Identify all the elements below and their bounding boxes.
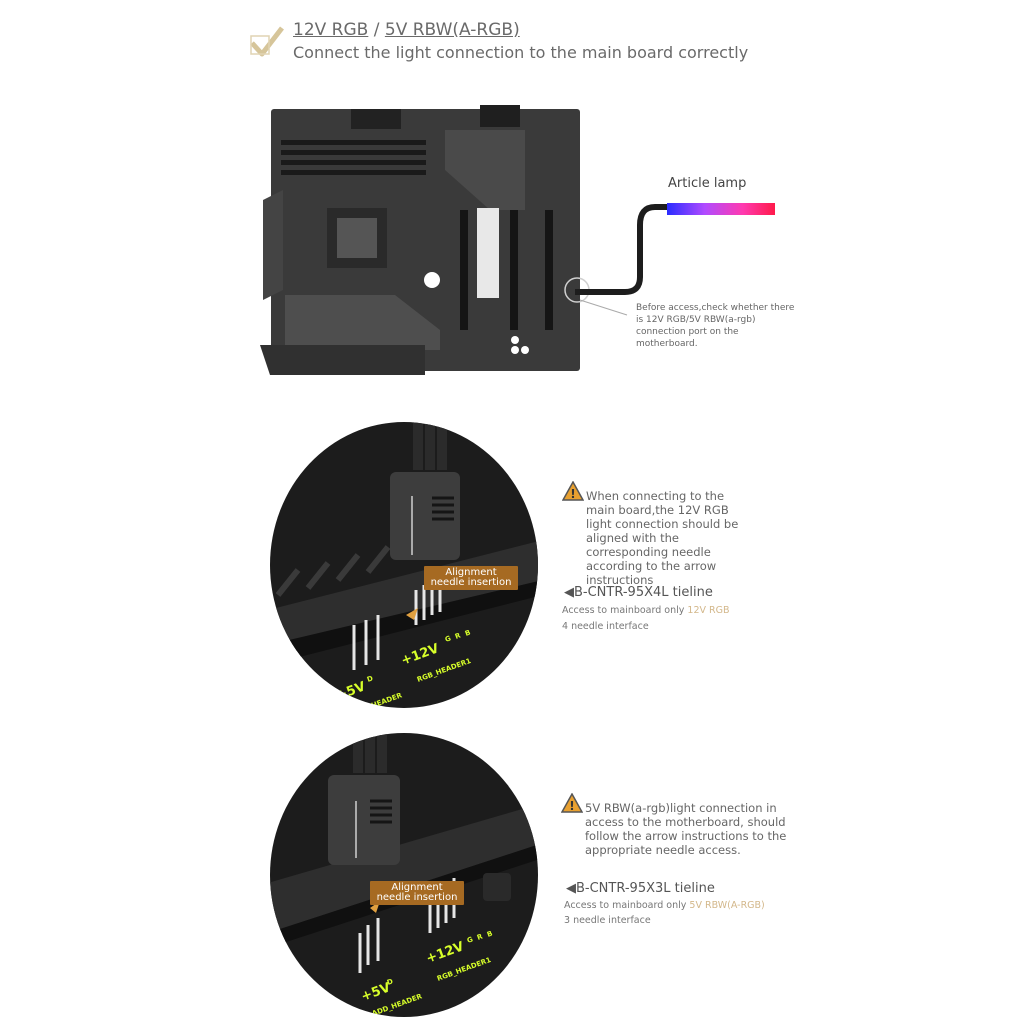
warning-icon: ! <box>561 480 585 505</box>
alignment-callout: Alignment needle insertion <box>370 881 464 905</box>
interface-line-5v: 3 needle interface <box>564 915 651 926</box>
ram-slots <box>281 140 426 175</box>
silk-g: G <box>466 935 474 945</box>
left-arrow-icon: ◀ <box>566 881 576 896</box>
tieline-title-5v: ◀B-CNTR-95X3L tieline <box>566 881 715 896</box>
vrm-heatsink <box>445 130 525 210</box>
chipset-armor <box>260 345 425 375</box>
access-highlight: 12V RGB <box>687 605 730 616</box>
access-prefix: Access to mainboard only <box>564 900 690 911</box>
tieline-name: B-CNTR-95X4L tieline <box>574 585 713 600</box>
title-5v: 5V RBW(A-RGB) <box>384 20 520 40</box>
alignment-callout: Alignment needle insertion <box>424 566 518 590</box>
access-highlight: 5V RBW(A-RGB) <box>689 900 765 911</box>
title-12v: 12V RGB <box>293 20 369 40</box>
silk-r: R <box>454 631 462 641</box>
title-separator: / <box>368 20 385 40</box>
check-icon <box>250 26 284 64</box>
warning-icon: ! <box>560 792 584 817</box>
interface-line-12v: 4 needle interface <box>562 621 649 632</box>
silk-b: B <box>464 629 472 638</box>
left-arrow-icon: ◀ <box>564 585 574 600</box>
silk-b: B <box>486 930 494 939</box>
tieline-title-12v: ◀B-CNTR-95X4L tieline <box>564 585 713 600</box>
svg-text:!: ! <box>569 799 574 813</box>
pcie-slots <box>460 210 553 330</box>
silk-d: D <box>366 674 374 684</box>
rgb-connector <box>390 472 460 560</box>
page-subtitle: Connect the light connection to the main… <box>293 43 749 62</box>
page-title: 12V RGB / 5V RBW(A-RGB) <box>293 20 520 40</box>
silk-d: D <box>386 977 394 987</box>
access-line-12v: Access to mainboard only 12V RGB <box>562 603 730 619</box>
svg-text:!: ! <box>570 487 575 501</box>
warning-text-12v: When connecting to the main board,the 12… <box>586 489 739 587</box>
silk-r: R <box>476 932 484 942</box>
tieline-name: B-CNTR-95X3L tieline <box>576 881 715 896</box>
article-lamp <box>667 203 775 215</box>
lamp-cable <box>575 204 669 295</box>
lamp-label: Article lamp <box>668 176 747 191</box>
warning-text-5v: 5V RBW(a-rgb)light connection in access … <box>585 801 787 857</box>
motherboard-illustration <box>260 105 775 375</box>
detail-circle-5v: +12V G R B RGB_HEADER1 +5V D ADD_HEADER <box>270 733 538 1017</box>
board-access-note: Before access,check whether there is 12V… <box>636 303 795 349</box>
argb-connector <box>328 775 400 865</box>
access-line-5v: Access to mainboard only 5V RBW(A-RGB) <box>564 898 765 914</box>
m2-shield <box>477 208 499 298</box>
detail-circle-12v: +12V G R B RGB_HEADER1 +5V D ADD_HEADER <box>270 422 538 708</box>
silk-g: G <box>444 634 452 644</box>
access-prefix: Access to mainboard only <box>562 605 688 616</box>
